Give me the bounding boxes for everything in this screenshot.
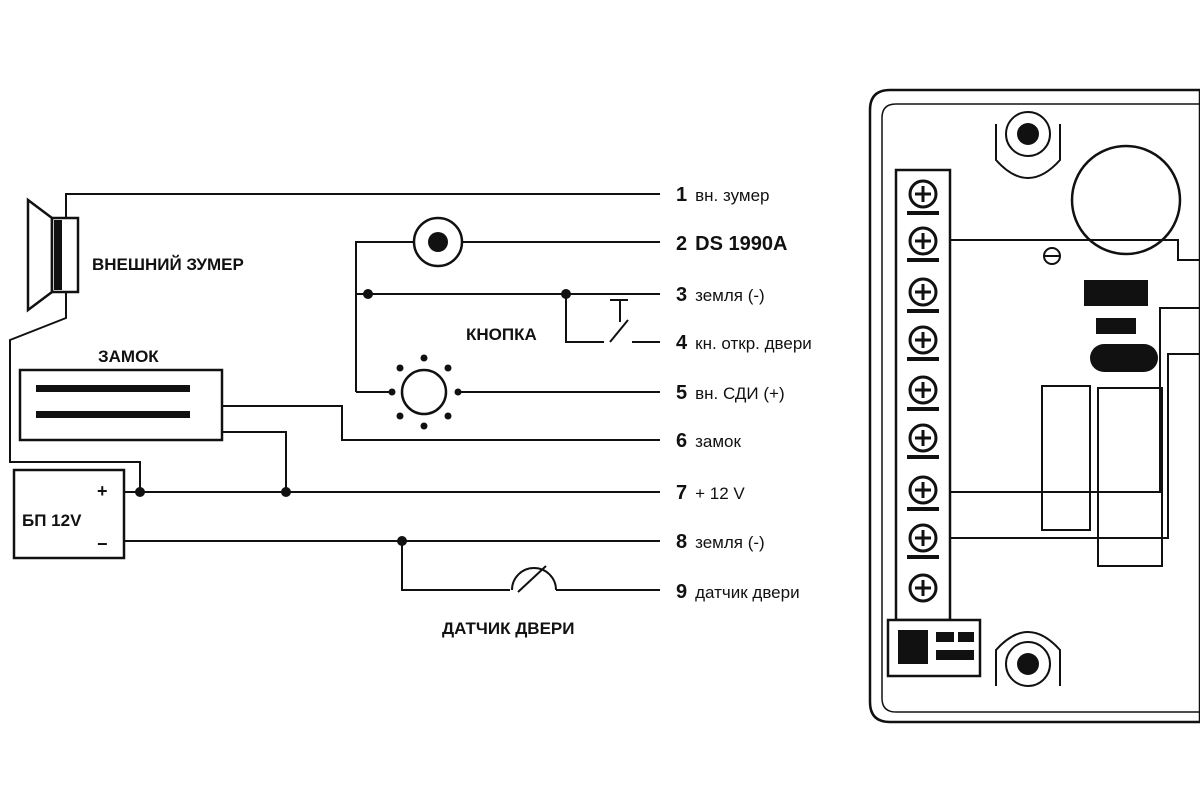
wires bbox=[9, 193, 660, 591]
lock-label: ЗАМОК bbox=[98, 347, 159, 366]
power-supply bbox=[12, 468, 126, 560]
junction-dots bbox=[135, 289, 571, 546]
psu-minus-sign: − bbox=[97, 534, 108, 554]
buzzer-label: ВНЕШНИЙ ЗУМЕР bbox=[92, 255, 244, 274]
psu-plus-sign: + bbox=[97, 481, 108, 501]
lock-icon bbox=[18, 368, 224, 442]
door-sensor-label: ДАТЧИК ДВЕРИ bbox=[442, 619, 574, 638]
ibutton-reader-icon bbox=[412, 216, 464, 268]
terminal-7-label: 7+ 12 V bbox=[676, 482, 745, 504]
button-label: КНОПКА bbox=[466, 325, 537, 344]
led-icon bbox=[388, 354, 462, 430]
speaker-icon bbox=[26, 197, 80, 313]
psu-label: БП 12V bbox=[22, 511, 82, 530]
door-sensor-icon bbox=[511, 565, 557, 593]
terminal-screws bbox=[907, 179, 939, 603]
